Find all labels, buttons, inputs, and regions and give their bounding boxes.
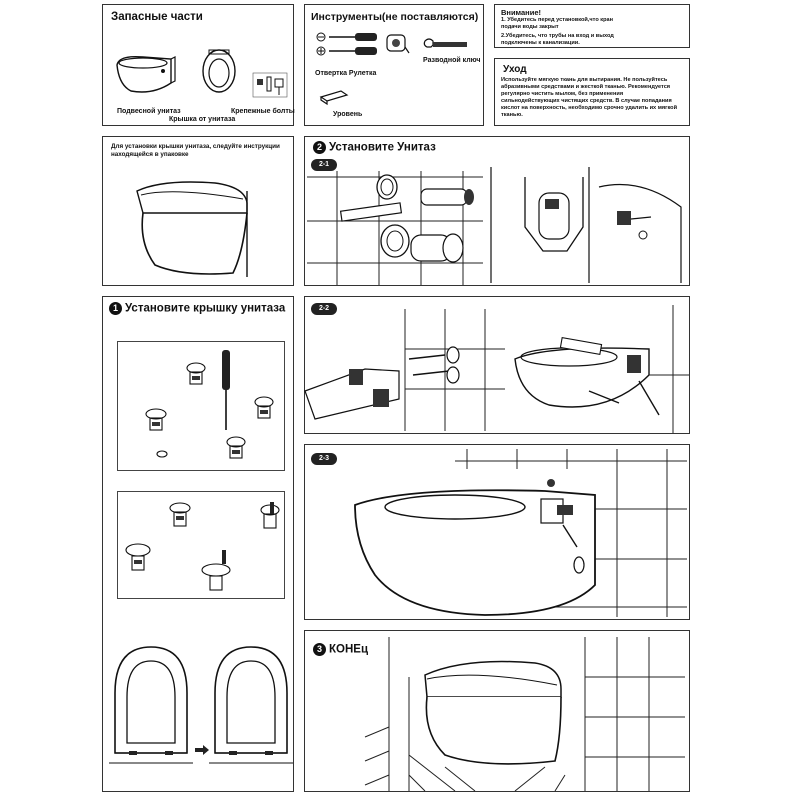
attention-title: Внимание! — [501, 8, 541, 17]
substep-2-1-tag: 2-1 — [311, 159, 337, 171]
step3-number: 3 — [313, 643, 326, 656]
installed-toilet-illustration — [136, 181, 248, 277]
screwdriver-icon — [316, 32, 377, 56]
label-toilet-lid: Крышка от унитаза — [169, 116, 236, 123]
toilet-mounting-detail — [490, 167, 682, 283]
substep-2-2-tag: 2-2 — [311, 303, 337, 315]
toilet-side-view-2-3 — [354, 479, 596, 616]
care-panel: Уход Используйте мягкую ткань для вытира… — [494, 58, 690, 126]
attention-line-1: 1. Убедитесь перед установкой,что кран п… — [501, 17, 614, 30]
label-screwdriver-tape: Отвертка Рулетка — [315, 70, 377, 77]
label-wrench: Разводной ключ — [423, 57, 481, 64]
adjustable-wrench-icon — [423, 38, 467, 48]
toilet-lid-illustration — [202, 49, 236, 93]
lid-note-text: Для установки крышки унитаза, следуйте и… — [111, 143, 280, 158]
lid-front-view — [109, 646, 193, 764]
drain-pipe-illustration — [339, 174, 474, 263]
lid-note-panel: Для установки крышки унитаза, следуйте и… — [102, 136, 294, 286]
tools-panel: Инструменты(не поставляются) Отвертка Ру… — [304, 4, 484, 126]
arrow-right-icon — [195, 745, 209, 755]
care-text: Используйте мягкую ткань для вытирания. … — [501, 77, 678, 118]
substep-2-2-panel: 2-2 — [304, 296, 690, 434]
lid-installed-view — [209, 646, 293, 764]
step3-title: КОНЕц — [329, 643, 369, 656]
step1-number: 1 — [109, 302, 122, 315]
step1-subpanel-b — [117, 491, 285, 599]
label-level: Уровень — [333, 111, 363, 118]
hinge-assembly-b — [125, 502, 280, 591]
toilet-bolt-tightening-illustration — [514, 305, 689, 433]
final-bathroom-illustration — [364, 637, 685, 792]
substep-2-3-tag: 2-3 — [311, 453, 337, 465]
spirit-level-icon — [319, 90, 349, 106]
substep-2-3-panel: 2-3 — [304, 444, 690, 620]
hinge-assembly-a — [145, 350, 274, 459]
care-title: Уход — [503, 64, 527, 75]
attention-line-2: 2.Убедитесь, что трубы на вход и выход п… — [501, 33, 614, 46]
step1-subpanel-a — [117, 341, 285, 471]
bolt-insertion-illustration — [304, 309, 505, 431]
tools-title: Инструменты(не поставляются) — [311, 11, 479, 23]
label-mounting-bolts: Крепежные болты — [231, 108, 295, 115]
tape-measure-icon — [386, 34, 410, 54]
label-wall-hung-toilet: Подвесной унитаз — [117, 108, 181, 115]
step2-number: 2 — [313, 141, 326, 154]
mounting-bolts-illustration — [252, 72, 288, 98]
step1-title: Установите крышку унитаза — [125, 302, 286, 315]
spare-parts-title: Запасные части — [111, 11, 203, 23]
spare-parts-panel: Запасные части Подвесной унитаз Крышка о… — [102, 4, 295, 126]
step2-title: Установите Унитаз — [329, 141, 436, 154]
wall-hung-toilet-illustration — [116, 55, 176, 93]
wall-grid — [307, 171, 483, 285]
attention-panel: Внимание! 1. Убедитесь перед установкой,… — [494, 4, 690, 48]
